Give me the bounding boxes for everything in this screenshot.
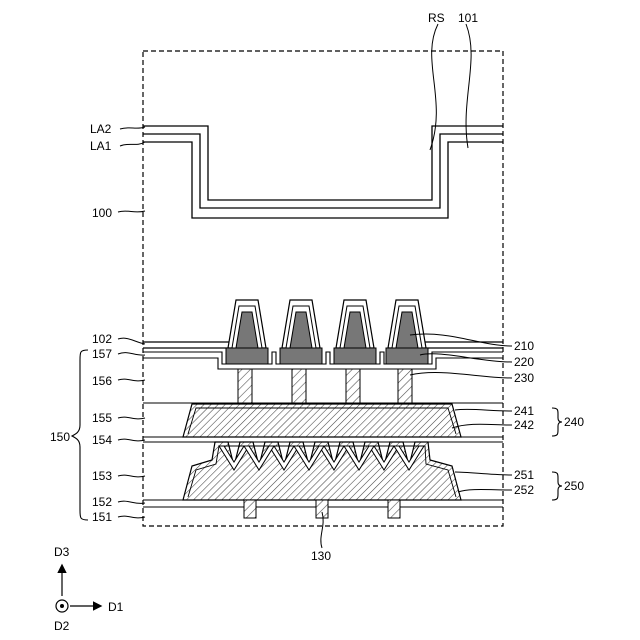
label-154: 154 xyxy=(92,433,112,447)
label-151: 151 xyxy=(92,510,112,524)
label-152: 152 xyxy=(92,495,112,509)
brace-150 xyxy=(72,350,88,520)
recess-layers xyxy=(143,126,503,218)
layer-la1-outline-b xyxy=(143,142,503,218)
contacts-130 xyxy=(244,500,400,518)
label-156: 156 xyxy=(92,374,112,388)
label-155: 155 xyxy=(92,411,112,425)
label-157: 157 xyxy=(92,347,112,361)
label-la2: LA2 xyxy=(90,122,112,136)
label-101: 101 xyxy=(458,11,478,25)
label-230: 230 xyxy=(514,371,534,385)
layer-la2-outline xyxy=(143,126,503,200)
brace-250 xyxy=(552,472,562,500)
label-130: 130 xyxy=(311,549,331,563)
label-250: 250 xyxy=(564,479,584,493)
layer-102 xyxy=(143,342,503,348)
block-240 xyxy=(183,404,461,437)
label-150: 150 xyxy=(50,430,70,444)
label-252: 252 xyxy=(514,483,534,497)
label-220: 220 xyxy=(514,355,534,369)
direction-indicator: D3 D1 D2 xyxy=(54,545,124,633)
label-rs: RS xyxy=(428,11,445,25)
label-d3: D3 xyxy=(54,545,70,559)
label-241: 241 xyxy=(514,404,534,418)
label-102: 102 xyxy=(92,332,112,346)
vias-230 xyxy=(238,369,412,404)
label-d2: D2 xyxy=(54,619,70,633)
label-240: 240 xyxy=(564,415,584,429)
label-210: 210 xyxy=(514,339,534,353)
label-153: 153 xyxy=(92,469,112,483)
pillar-structures xyxy=(226,300,428,364)
label-100: 100 xyxy=(92,206,112,220)
label-d1: D1 xyxy=(108,600,124,614)
label-251: 251 xyxy=(514,468,534,482)
brace-240 xyxy=(552,408,562,436)
label-242: 242 xyxy=(514,418,534,432)
layer-la1-outline-a xyxy=(143,134,503,208)
label-la1: LA1 xyxy=(90,139,112,153)
